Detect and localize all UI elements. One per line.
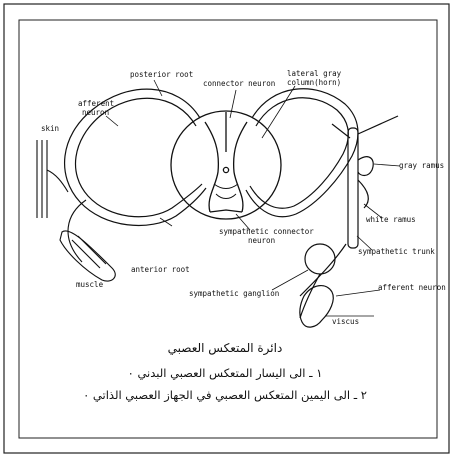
label-sympathetic-ganglion: sympathetic ganglion (189, 289, 279, 298)
label-gray-ramus: gray ramus (399, 161, 444, 170)
ganglion-and-viscus (300, 244, 346, 327)
caption-line-2: ٢ ـ الى اليمين المتعكس العصبي في الجهاز … (20, 388, 430, 402)
label-posterior-root: posterior root (130, 70, 193, 79)
label-muscle: muscle (76, 280, 104, 289)
label-lateral-gray-1: lateral gray (287, 69, 342, 78)
label-connector-neuron: connector neuron (203, 79, 275, 88)
caption-title: دائرة المتعكس العصبي (20, 341, 430, 355)
label-viscus: viscus (332, 317, 359, 326)
label-afferent-neuron-right: afferent neuron (378, 283, 446, 292)
caption-line-1: ١ ـ الى اليسار المتعكس العصبي البدني ٠ (20, 366, 430, 380)
label-sympathetic-connector-2: neuron (248, 236, 275, 245)
right-nerve-loop (246, 89, 358, 217)
label-anterior-root: anterior root (131, 265, 190, 274)
label-skin: skin (41, 124, 59, 133)
label-lateral-gray-2: column(horn) (287, 78, 341, 87)
label-afferent-2: neuron (82, 108, 109, 117)
label-sympathetic-connector-1: sympathetic connector (219, 227, 314, 236)
label-white-ramus: white ramus (366, 215, 416, 224)
efferent-to-muscle (68, 200, 86, 262)
skin (37, 140, 68, 218)
label-afferent-1: afferent (78, 99, 114, 108)
sympathetic-trunk (332, 116, 398, 248)
label-sympathetic-trunk: sympathetic trunk (358, 247, 435, 256)
